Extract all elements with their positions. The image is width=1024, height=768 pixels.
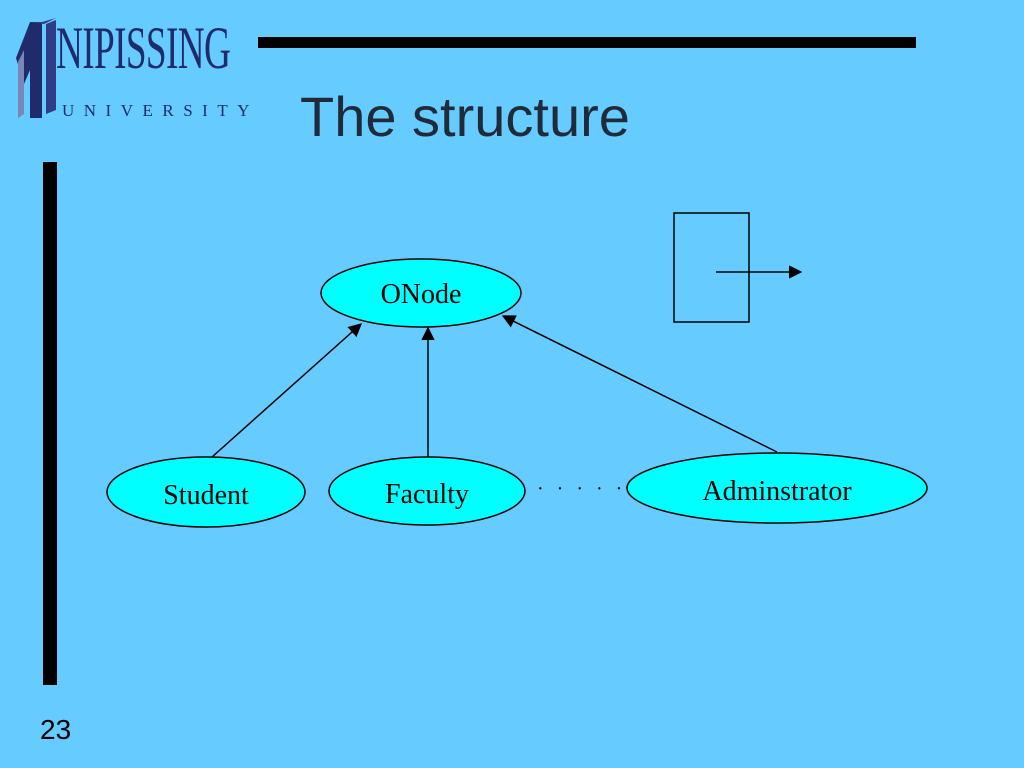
slide-number: 23 <box>40 714 72 745</box>
node-onode: ONode <box>320 258 522 328</box>
node-student-label: Student <box>163 480 249 511</box>
node-faculty-label: Faculty <box>385 479 469 510</box>
top-rule <box>258 37 916 48</box>
edge-student-onode <box>211 323 363 458</box>
logo-wordmark: NIPISSING <box>56 15 231 81</box>
more-nodes-ellipsis: · · · · · <box>537 478 626 500</box>
nipissing-emblem-icon <box>16 18 56 118</box>
slide-title: The structure <box>300 85 630 148</box>
left-rule <box>43 162 57 685</box>
node-administrator-label: Adminstrator <box>702 476 852 507</box>
node-student: Student <box>106 456 306 528</box>
legend-box <box>673 212 750 323</box>
node-faculty: Faculty <box>328 456 526 526</box>
nipissing-university-logo: NIPISSING UNIVERSITY <box>10 14 250 126</box>
node-onode-label: ONode <box>381 279 462 310</box>
edge-administrator-onode <box>501 315 778 453</box>
node-administrator: Adminstrator <box>626 452 928 524</box>
logo-subtitle: UNIVERSITY <box>62 101 259 120</box>
